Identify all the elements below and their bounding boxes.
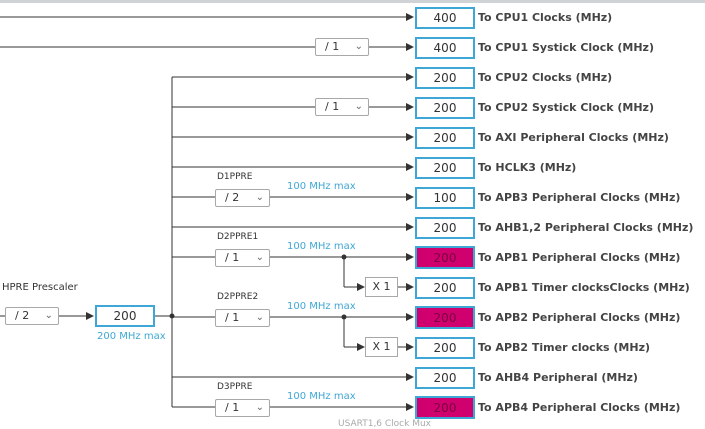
d2ppre2-label: D2PPRE2 bbox=[217, 292, 259, 302]
chevron-down-icon: ⌄ bbox=[354, 41, 363, 52]
apb3-peripheral-clock-value[interactable]: 100 bbox=[415, 187, 475, 209]
hclk3-value[interactable]: 200 bbox=[415, 157, 475, 179]
ahb4-peripheral-label: To AHB4 Peripheral (MHz) bbox=[478, 371, 638, 384]
d2ppre1-label: D2PPRE1 bbox=[217, 232, 259, 242]
apb2-timer-clock-label: To APB2 Timer clocks (MHz) bbox=[478, 341, 650, 354]
apb3-peripheral-clock-label: To APB3 Peripheral Clocks (MHz) bbox=[478, 191, 681, 204]
d3ppre-label: D3PPRE bbox=[217, 382, 253, 392]
chevron-down-icon: ⌄ bbox=[255, 402, 264, 413]
hclk3-label: To HCLK3 (MHz) bbox=[478, 161, 577, 174]
chevron-down-icon: ⌄ bbox=[44, 310, 53, 321]
apb2-timer-clock-value[interactable]: 200 bbox=[415, 337, 475, 359]
apb1-peripheral-clock-label: To APB1 Peripheral Clocks (MHz) bbox=[478, 251, 681, 264]
d1ppre-value: / 2 bbox=[225, 191, 240, 204]
d3ppre-max-note: 100 MHz max bbox=[287, 391, 356, 402]
apb1-timer-clock-value[interactable]: 200 bbox=[415, 277, 475, 299]
apb1-peripheral-clock-value[interactable]: 200 bbox=[415, 246, 475, 269]
hpre-prescaler-dropdown[interactable]: / 2 ⌄ bbox=[5, 307, 59, 325]
d3ppre-dropdown[interactable]: / 1 ⌄ bbox=[215, 399, 270, 417]
d3ppre-value: / 1 bbox=[225, 401, 240, 414]
hpre-prescaler-value: / 2 bbox=[15, 309, 30, 322]
d2ppre1-max-note: 100 MHz max bbox=[287, 241, 356, 252]
cpu1-clock-value[interactable]: 400 bbox=[415, 7, 475, 29]
chevron-down-icon: ⌄ bbox=[255, 312, 264, 323]
chevron-down-icon: ⌄ bbox=[255, 192, 264, 203]
hclk-max-note: 200 MHz max bbox=[97, 331, 166, 342]
cpu1-clock-label: To CPU1 Clocks (MHz) bbox=[478, 11, 613, 24]
hclk-value-box[interactable]: 200 bbox=[95, 305, 155, 327]
d2ppre1-value: / 1 bbox=[225, 251, 240, 264]
chevron-down-icon: ⌄ bbox=[255, 252, 264, 263]
top-border bbox=[0, 0, 705, 3]
ahb12-peripheral-clock-label: To AHB1,2 Peripheral Clocks (MHz) bbox=[478, 221, 694, 234]
d1ppre-dropdown[interactable]: / 2 ⌄ bbox=[215, 189, 270, 207]
ahb4-peripheral-value[interactable]: 200 bbox=[415, 367, 475, 389]
chevron-down-icon: ⌄ bbox=[354, 101, 363, 112]
apb1-timer-multiplier[interactable]: X 1 bbox=[365, 277, 398, 297]
d2ppre1-dropdown[interactable]: / 1 ⌄ bbox=[215, 249, 270, 267]
cpu1-systick-divider-value: / 1 bbox=[325, 40, 340, 53]
d1ppre-label: D1PPRE bbox=[217, 172, 253, 182]
cpu1-systick-value[interactable]: 400 bbox=[415, 37, 475, 59]
axi-peripheral-clock-value[interactable]: 200 bbox=[415, 127, 475, 149]
usart16-clock-mux-label: USART1,6 Clock Mux bbox=[338, 419, 432, 429]
apb4-peripheral-clock-label: To APB4 Peripheral Clocks (MHz) bbox=[478, 401, 681, 414]
cpu2-systick-divider-dropdown[interactable]: / 1 ⌄ bbox=[315, 98, 369, 116]
d2ppre2-max-note: 100 MHz max bbox=[287, 301, 356, 312]
apb2-peripheral-clock-value[interactable]: 200 bbox=[415, 306, 475, 329]
ahb12-peripheral-clock-value[interactable]: 200 bbox=[415, 217, 475, 239]
cpu2-systick-divider-value: / 1 bbox=[325, 100, 340, 113]
cpu2-clock-label: To CPU2 Clocks (MHz) bbox=[478, 71, 613, 84]
d2ppre2-dropdown[interactable]: / 1 ⌄ bbox=[215, 309, 270, 327]
cpu1-systick-label: To CPU1 Systick Clock (MHz) bbox=[478, 41, 654, 54]
apb2-timer-multiplier[interactable]: X 1 bbox=[365, 337, 398, 357]
apb2-peripheral-clock-label: To APB2 Peripheral Clocks (MHz) bbox=[478, 311, 681, 324]
cpu2-systick-label: To CPU2 Systick Clock (MHz) bbox=[478, 101, 654, 114]
hpre-prescaler-label: HPRE Prescaler bbox=[2, 282, 78, 293]
apb1-timer-clock-label: To APB1 Timer clocksClocks (MHz) bbox=[478, 281, 690, 294]
d2ppre2-value: / 1 bbox=[225, 311, 240, 324]
axi-peripheral-clock-label: To AXI Peripheral Clocks (MHz) bbox=[478, 131, 669, 144]
cpu2-systick-value[interactable]: 200 bbox=[415, 97, 475, 119]
d1ppre-max-note: 100 MHz max bbox=[287, 181, 356, 192]
cpu2-clock-value[interactable]: 200 bbox=[415, 67, 475, 89]
cpu1-systick-divider-dropdown[interactable]: / 1 ⌄ bbox=[315, 38, 369, 56]
apb4-peripheral-clock-value[interactable]: 200 bbox=[415, 396, 475, 419]
